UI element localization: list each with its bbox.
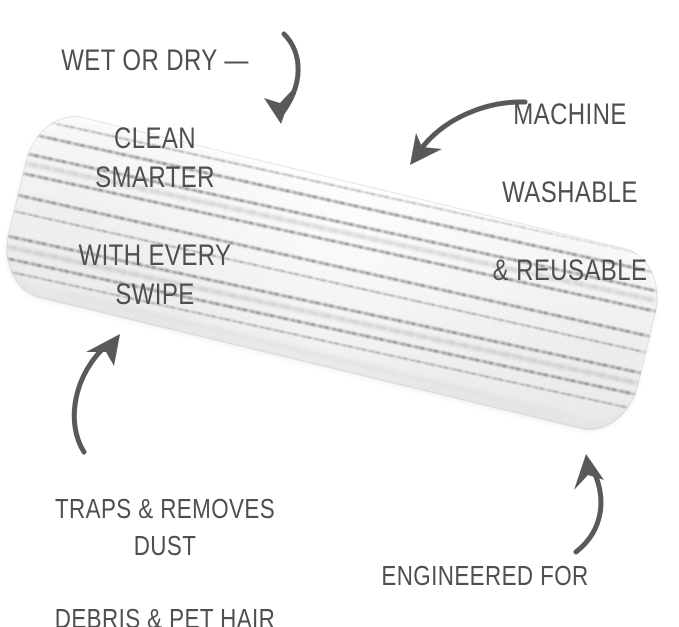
callout-wet-dry-line-3: WITH EVERY SWIPE xyxy=(78,239,232,311)
callout-engineered: ENGINEERED FOR RESULTS WITH DUAL STRIP T… xyxy=(365,522,605,627)
callout-traps-dust-line-1: TRAPS & REMOVES DUST xyxy=(54,493,276,561)
callout-traps-dust: TRAPS & REMOVES DUST DEBRIS & PET HAIR xyxy=(37,455,293,627)
callout-machine-washable-line-1: MACHINE xyxy=(513,98,627,131)
arrow-head xyxy=(264,88,294,124)
callout-machine-washable-line-2: WASHABLE xyxy=(502,176,638,209)
callout-machine-washable-line-3: & REUSABLE xyxy=(492,254,648,287)
callout-wet-dry-line-2: CLEAN SMARTER xyxy=(95,122,215,194)
arrow-head xyxy=(410,133,442,165)
callout-traps-dust-line-2: DEBRIS & PET HAIR xyxy=(54,602,276,627)
arrow-head xyxy=(574,454,604,490)
curved-arrow-down-icon xyxy=(264,31,301,124)
callout-wet-dry-line-1: WET OR DRY — xyxy=(61,44,249,77)
callout-machine-washable: MACHINE WASHABLE & REUSABLE xyxy=(490,56,650,329)
arrow-stroke xyxy=(277,31,301,119)
callout-engineered-line-1: ENGINEERED FOR xyxy=(381,560,589,592)
callout-wet-dry: WET OR DRY — CLEAN SMARTER WITH EVERY SW… xyxy=(55,2,255,353)
arrow-stroke xyxy=(71,339,113,455)
